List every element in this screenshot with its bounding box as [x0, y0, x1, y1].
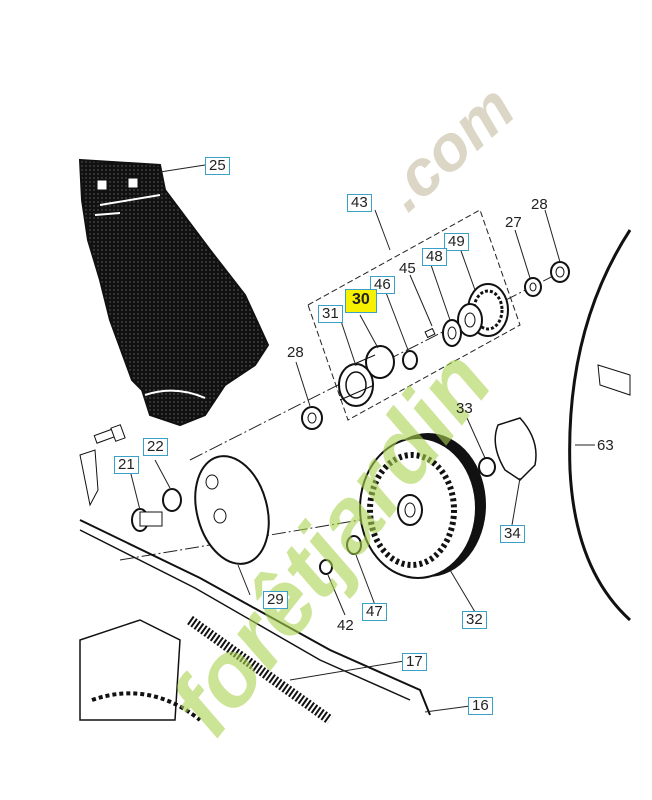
spring — [187, 615, 333, 725]
washer-47 — [346, 535, 362, 555]
part-label-25[interactable]: 25 — [205, 157, 230, 175]
part-label-63[interactable]: 63 — [597, 437, 614, 454]
wheel-disc — [194, 455, 270, 565]
part-label-32[interactable]: 32 — [462, 611, 487, 629]
axle-bolt — [131, 508, 163, 532]
bearing-ring — [442, 319, 462, 347]
part-label-28-right[interactable]: 28 — [531, 196, 548, 213]
part-label-34[interactable]: 34 — [500, 525, 525, 543]
part-label-45[interactable]: 45 — [399, 260, 416, 277]
bracket — [79, 449, 99, 507]
part-label-27[interactable]: 27 — [505, 214, 522, 231]
part-label-31[interactable]: 31 — [318, 305, 343, 323]
part-label-22[interactable]: 22 — [143, 438, 168, 456]
handle-rod — [79, 519, 431, 716]
part-label-48[interactable]: 48 — [422, 248, 447, 266]
part-label-29[interactable]: 29 — [263, 591, 288, 609]
part-label-16[interactable]: 16 — [468, 697, 493, 715]
key-pin — [424, 327, 436, 339]
part-label-47[interactable]: 47 — [362, 603, 387, 621]
washer-28-left — [301, 406, 323, 430]
washer-22 — [162, 488, 182, 512]
pinion-part — [338, 345, 395, 407]
part-label-21[interactable]: 21 — [114, 456, 139, 474]
washer-33 — [478, 457, 496, 477]
part-label-43[interactable]: 43 — [347, 194, 372, 212]
part-label-42[interactable]: 42 — [337, 617, 354, 634]
part-label-30-highlighted[interactable]: 30 — [345, 289, 377, 313]
hub-cap — [494, 417, 537, 481]
leader-lines — [129, 164, 595, 713]
part-label-17[interactable]: 17 — [402, 653, 427, 671]
housing-frame — [79, 619, 181, 721]
washer-28-right — [550, 261, 570, 283]
part-label-33[interactable]: 33 — [456, 400, 473, 417]
grass-chute-part — [78, 158, 270, 427]
part-label-49[interactable]: 49 — [444, 233, 469, 251]
large-housing-arc — [568, 229, 632, 622]
wheel-part — [359, 433, 486, 579]
small-washer — [402, 350, 418, 370]
gear-assembly-outline — [307, 209, 521, 421]
part-label-28-left[interactable]: 28 — [287, 344, 304, 361]
washer-42 — [319, 559, 333, 575]
drive-gear — [457, 283, 509, 337]
washer-27 — [524, 277, 542, 297]
bolt — [93, 424, 126, 444]
